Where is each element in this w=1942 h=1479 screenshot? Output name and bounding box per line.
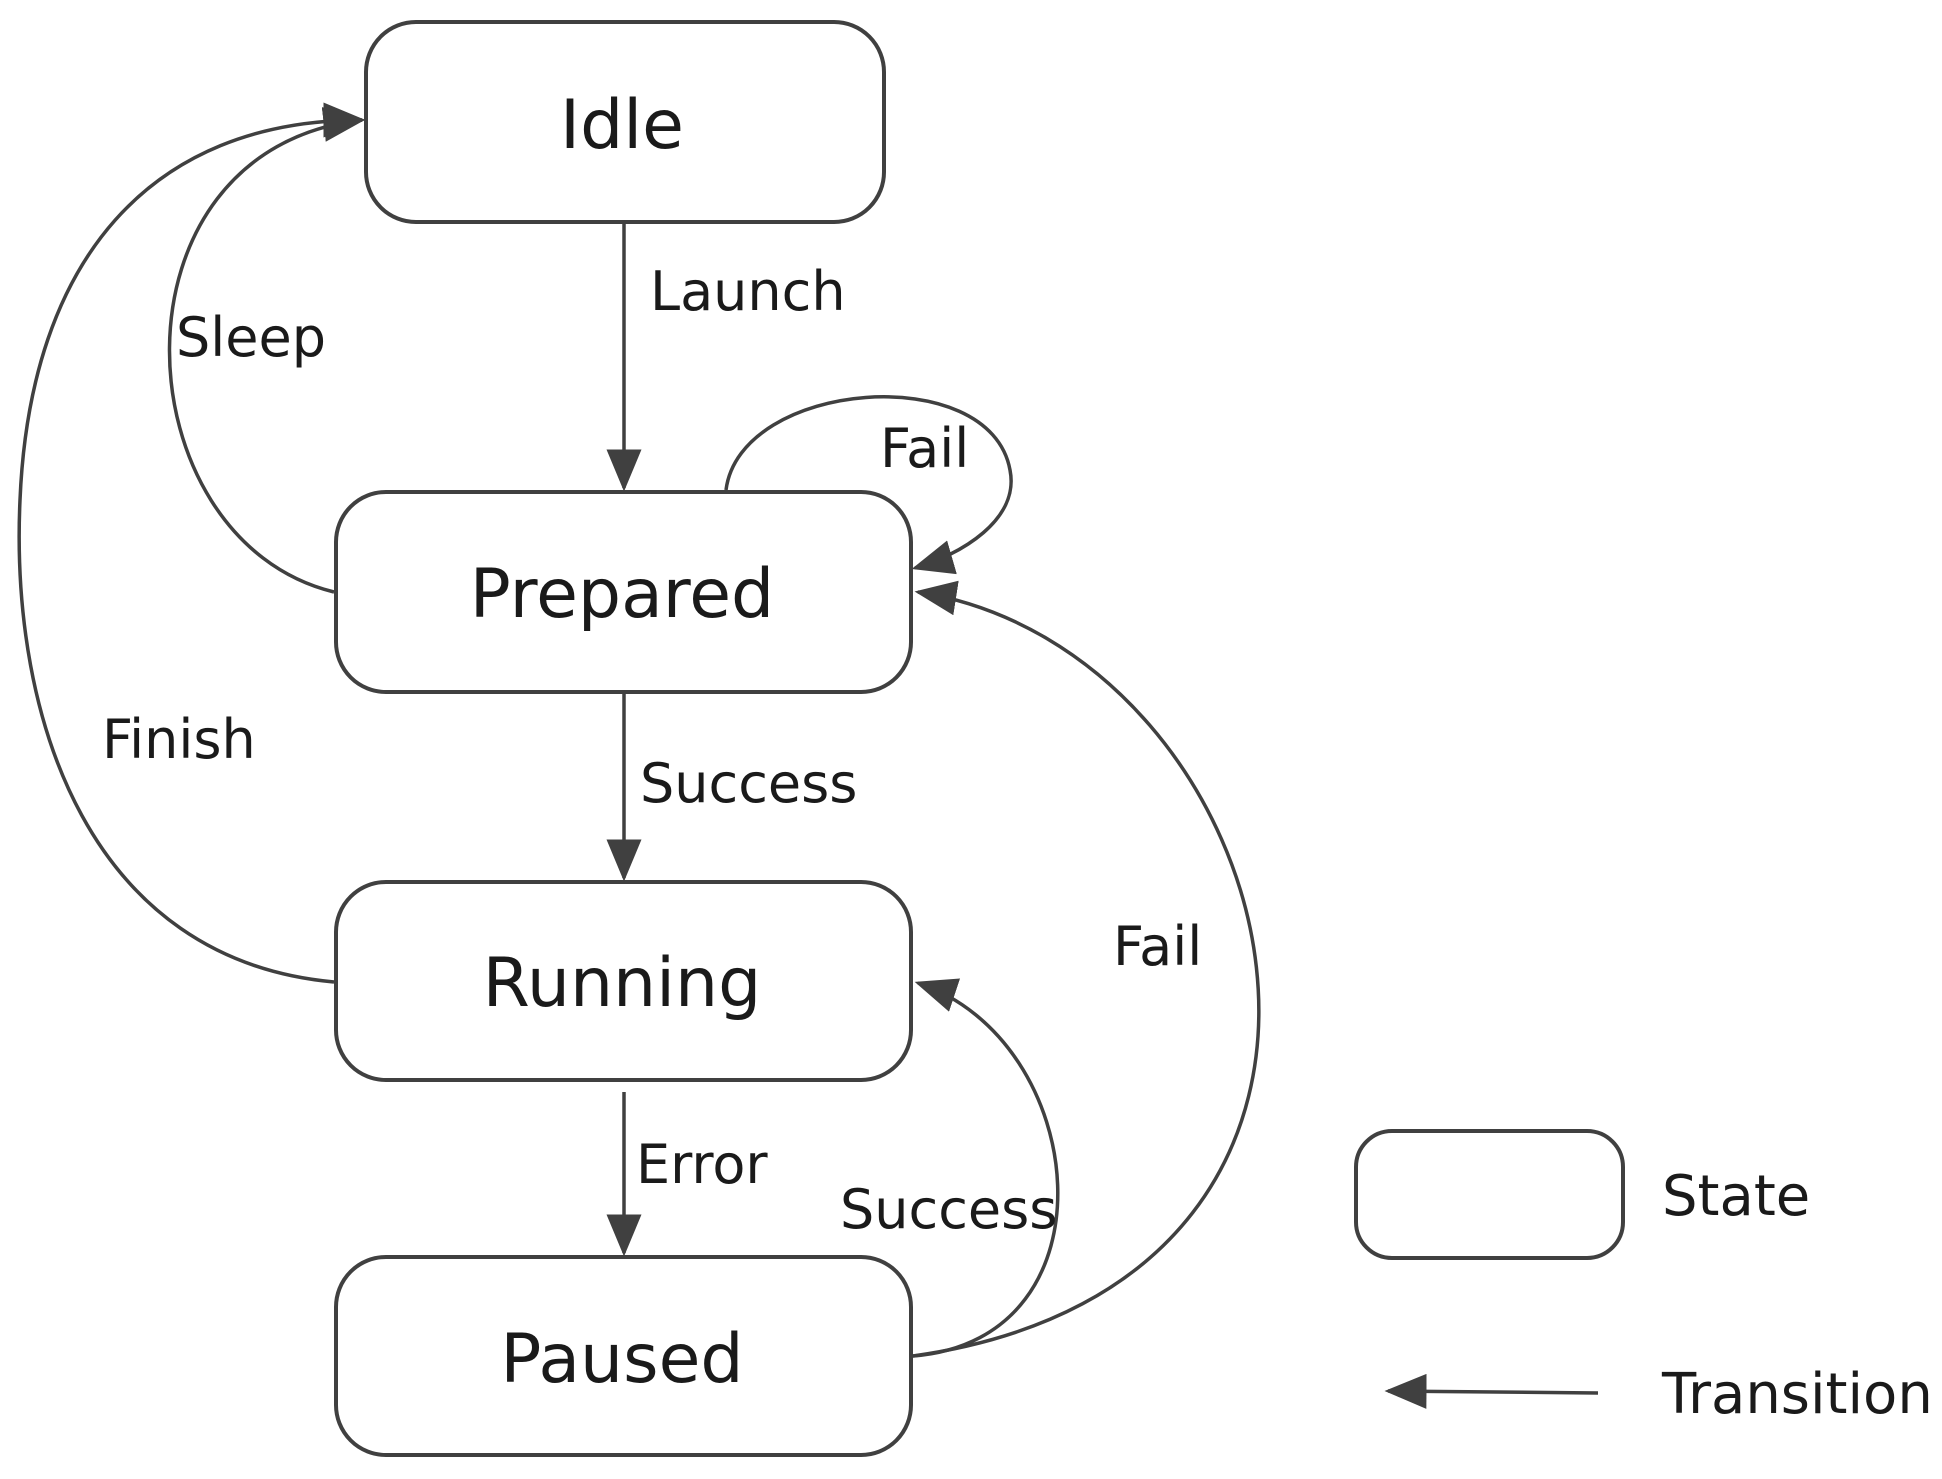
transition-fail-self-label: Fail	[880, 417, 969, 480]
transition-finish-arrow	[17, 102, 366, 984]
state-paused: Paused	[334, 1255, 913, 1457]
transition-sleep-arrow	[167, 107, 366, 594]
state-idle-box	[364, 20, 886, 224]
transition-success-paused-running-label: Success	[840, 1178, 1057, 1241]
transition-success-prepared-running-label: Success	[640, 752, 857, 815]
state-running: Running	[334, 880, 913, 1082]
state-prepared-box	[334, 490, 913, 694]
transition-fail-paused-prepared-arrow	[912, 580, 1261, 1358]
state-idle-label: Idle	[560, 86, 684, 165]
state-paused-box	[334, 1255, 913, 1457]
transition-launch-label: Launch	[650, 260, 846, 323]
legend: State Transition	[1354, 1129, 1933, 1427]
legend-state-label: State	[1662, 1164, 1810, 1229]
transition-fail-self-arrow	[724, 395, 1013, 575]
state-idle: Idle	[364, 20, 886, 224]
state-paused-label: Paused	[500, 1320, 743, 1399]
transition-finish-label: Finish	[102, 708, 256, 771]
transition-sleep-label: Sleep	[176, 306, 326, 369]
transition-success-paused-running-arrow	[912, 978, 1060, 1358]
state-running-label: Running	[483, 944, 762, 1023]
legend-transition-arrow	[1384, 1373, 1599, 1409]
legend-transition-label: Transition	[1661, 1362, 1933, 1427]
transition-error-label: Error	[636, 1133, 768, 1196]
state-running-box	[334, 880, 913, 1082]
state-prepared-label: Prepared	[470, 555, 774, 634]
legend-state-box	[1354, 1129, 1625, 1260]
state-prepared: Prepared	[334, 490, 913, 694]
transition-fail-paused-prepared-label: Fail	[1113, 915, 1202, 978]
